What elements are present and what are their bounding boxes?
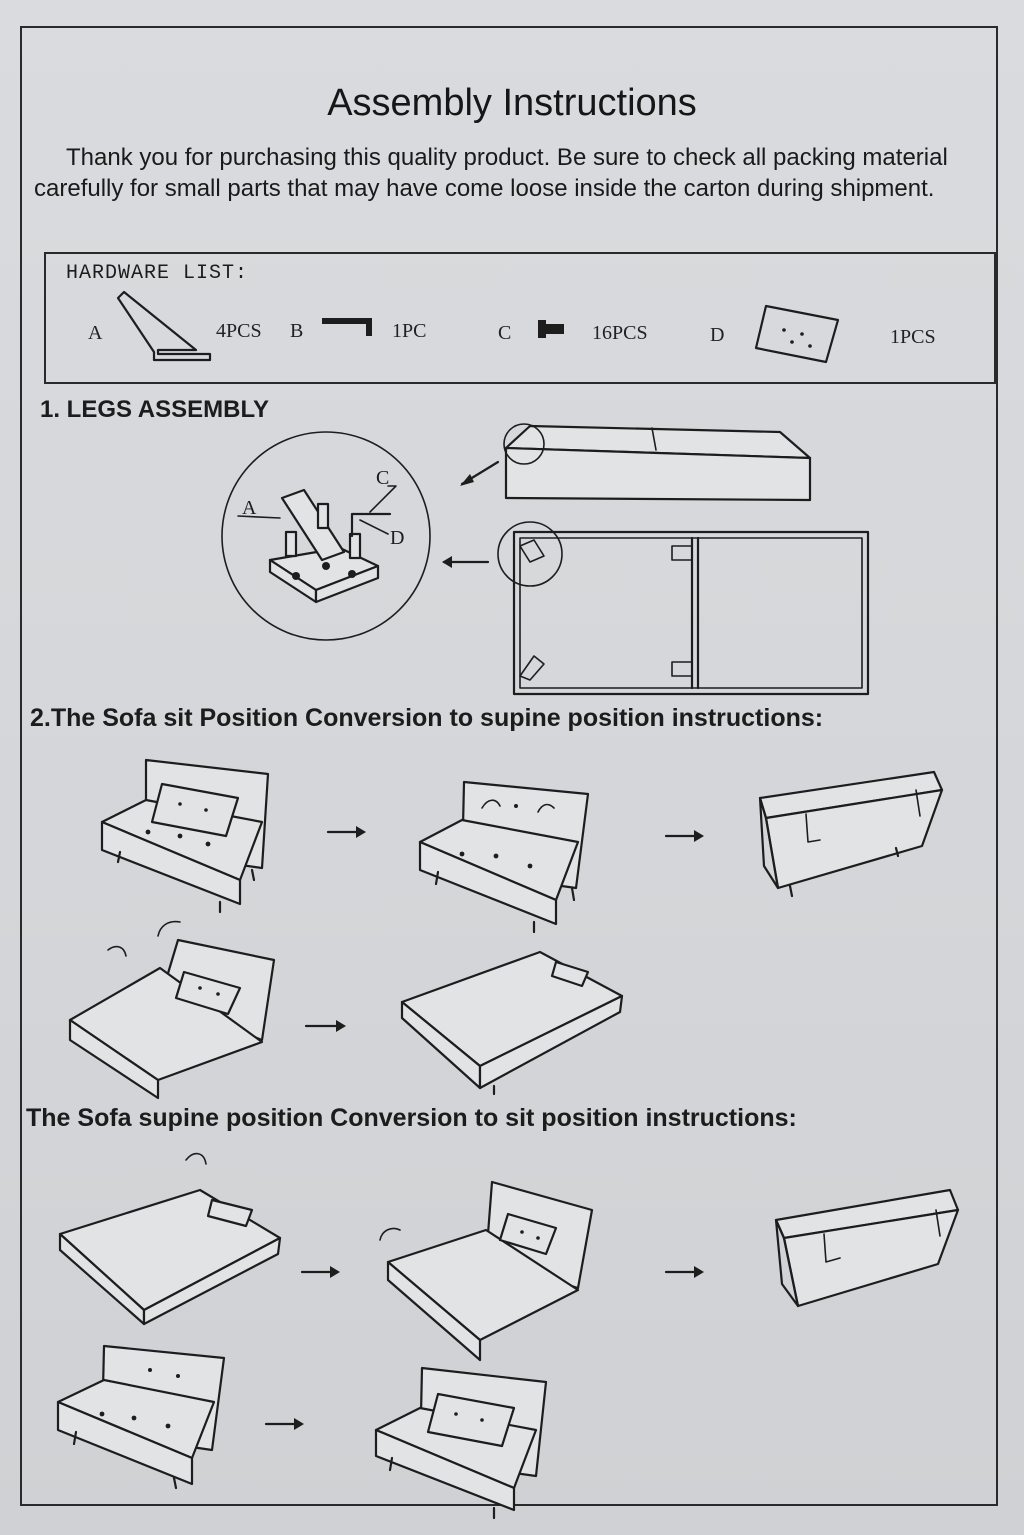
sofa-frame-top-view (442, 521, 870, 696)
sofa-sit-without-pillow (418, 780, 590, 934)
hardware-qty-d: 1PCS (890, 326, 936, 348)
sofa-reclining (68, 920, 276, 1100)
leg-detail-circle: A C D (221, 431, 431, 641)
sit-to-supine-heading: 2.The Sofa sit Position Conversion to su… (30, 704, 824, 732)
sofa-folded-flat-2 (774, 1188, 960, 1308)
sofa-sit-with-pillow-2 (374, 1366, 548, 1520)
sofa-sit-with-pillow (100, 758, 270, 914)
bolt-icon (538, 320, 564, 338)
diagram-label-a: A (242, 497, 257, 519)
diagram-label-c: C (376, 467, 389, 489)
l-wrench-icon (322, 318, 372, 336)
hardware-letter-a: A (88, 322, 103, 344)
hardware-letter-b: B (290, 320, 304, 342)
hardware-qty-c: 16PCS (592, 322, 648, 344)
hardware-letter-c: C (498, 322, 512, 344)
hardware-list-box: HARDWARE LIST: A 4PCS B 1PC C 16PCS D 1P… (44, 252, 996, 384)
hardware-qty-a: 4PCS (216, 320, 262, 342)
sofa-raising (379, 1180, 594, 1362)
page-title: Assembly Instructions (327, 82, 697, 124)
diagram-label-d: D (390, 527, 404, 549)
sofa-bed-flat-2 (58, 1152, 282, 1326)
hardware-letter-d: D (710, 324, 725, 346)
hardware-qty-b: 1PC (392, 320, 427, 342)
intro-paragraph: Thank you for purchasing this quality pr… (34, 144, 948, 202)
hardware-list-title: HARDWARE LIST: (66, 262, 249, 285)
bolt-bag-icon (754, 304, 840, 364)
sofa-frame-perspective (460, 423, 812, 502)
sofa-folded-flat (758, 770, 944, 898)
sofa-bed-flat (400, 950, 624, 1096)
leg-bracket-icon (116, 290, 212, 362)
legs-assembly-heading: 1. LEGS ASSEMBLY (40, 396, 269, 423)
supine-to-sit-heading: The Sofa supine position Conversion to s… (26, 1104, 797, 1132)
sofa-sit-without-pillow-2 (56, 1344, 226, 1490)
